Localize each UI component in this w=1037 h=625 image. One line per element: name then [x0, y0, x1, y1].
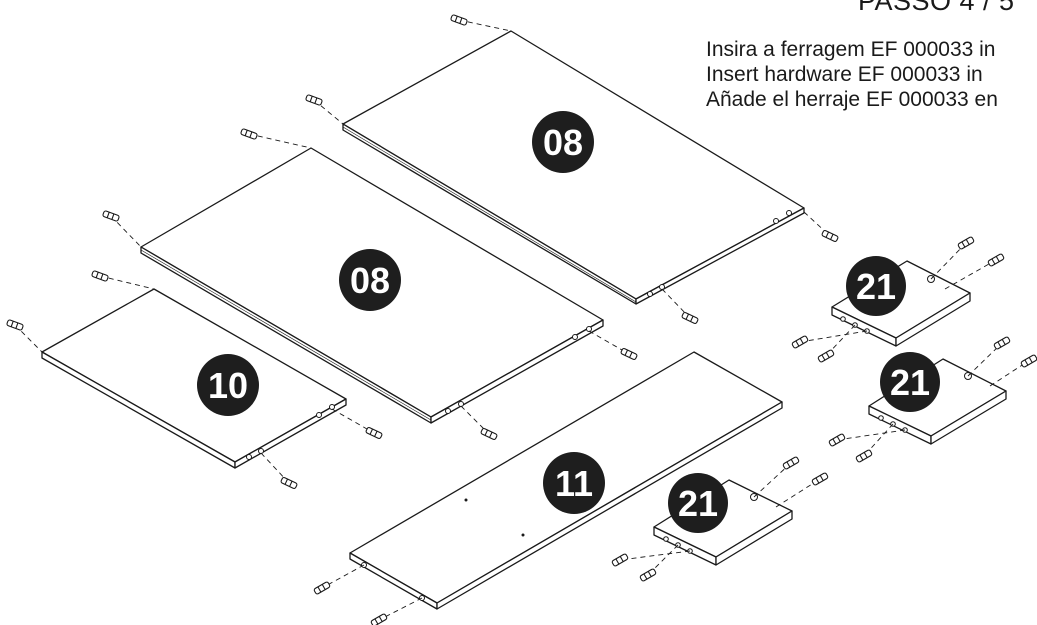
dowel-pin-icon [240, 128, 258, 140]
dowel-pins [6, 14, 1037, 625]
dowel-pin-icon [313, 581, 331, 595]
dowel-pin-icon [782, 456, 800, 470]
dowel-pin-icon [280, 477, 298, 489]
dowel-pin-icon [450, 14, 468, 26]
dowel-pin-icon [828, 433, 846, 447]
top-holes [464, 498, 525, 537]
part-number: 21 [856, 266, 896, 307]
dowel-pin-icon [987, 253, 1005, 267]
part-badge-10: 10 [197, 354, 259, 416]
part-number: 08 [350, 260, 390, 301]
part-badge-08-middle: 08 [339, 249, 401, 311]
dowel-pin-icon [957, 236, 975, 250]
dowel-pin-icon [855, 449, 873, 463]
part-number: 21 [890, 362, 930, 403]
part-badge-21-b: 21 [880, 352, 940, 412]
dowel-pin-icon [365, 427, 383, 439]
dowel-pin-icon [480, 428, 498, 440]
panel-10 [41, 288, 347, 469]
dowel-pin-icon [811, 472, 829, 486]
dowel-pin-icon [620, 348, 638, 360]
part-badge-08-top: 08 [532, 111, 594, 173]
instruction-en: Insert hardware EF 000033 in [706, 63, 983, 86]
instruction-pt: Insira a ferragem EF 000033 in [706, 38, 996, 61]
part-number: 08 [543, 122, 583, 163]
dowel-pin-icon [639, 568, 657, 582]
dowel-pin-icon [821, 230, 839, 242]
dowel-pin-icon [611, 553, 629, 567]
dowel-pin-icon [305, 94, 323, 106]
part-number: 11 [555, 463, 593, 504]
block-21-b [868, 358, 1007, 445]
dowel-pin-icon [817, 349, 835, 363]
part-badge-21-a: 21 [846, 256, 906, 316]
step-title: PASSO 4 / 5 [858, 0, 1015, 16]
dowel-pin-icon [1020, 354, 1037, 368]
part-number: 21 [678, 483, 718, 524]
instruction-es: Añade el herraje EF 000033 en [706, 88, 998, 111]
dowel-pin-icon [6, 319, 24, 331]
part-badge-21-c: 21 [668, 473, 728, 533]
dowel-pin-icon [993, 336, 1011, 350]
dowel-pin-icon [370, 613, 388, 625]
dowel-pin-icon [91, 270, 109, 282]
part-badges: 08 08 10 11 21 21 21 [197, 111, 940, 533]
part-badge-11: 11 [543, 452, 605, 514]
part-number: 10 [208, 365, 248, 406]
dowel-pin-icon [681, 312, 699, 324]
dowel-pin-icon [791, 335, 809, 349]
dowel-pin-icon [102, 210, 120, 222]
